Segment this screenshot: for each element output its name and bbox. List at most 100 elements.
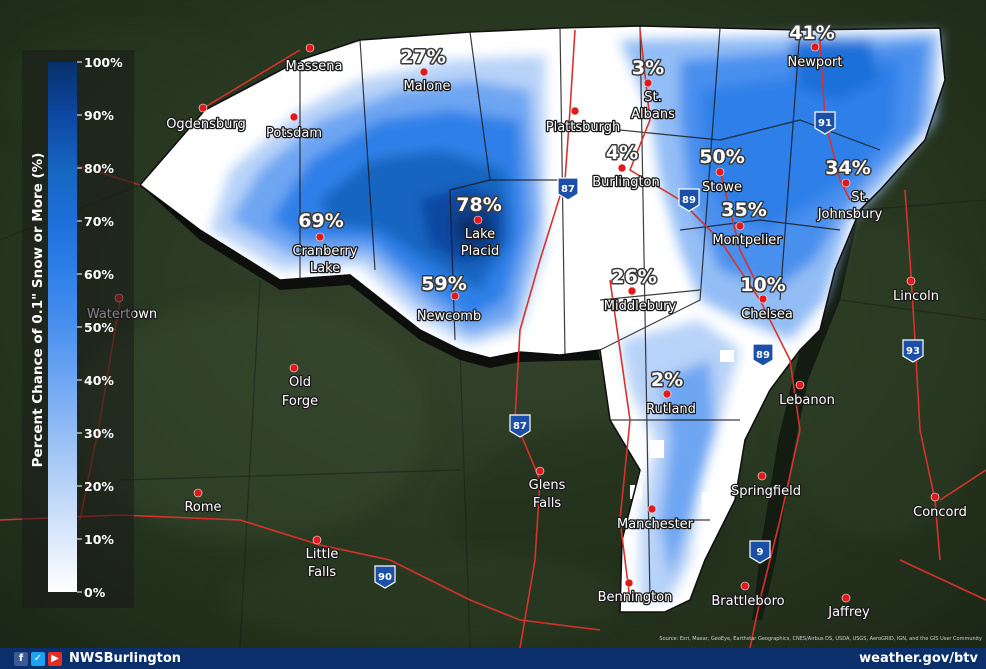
city-dot-ogdensburg — [198, 103, 208, 113]
svg-text:90: 90 — [378, 572, 392, 583]
city-dot-bennington — [624, 578, 634, 588]
city-dot-cranberry-lake — [315, 232, 325, 242]
city-dot-burlington — [617, 163, 627, 173]
map-credit: Source: Esri, Maxar, GeoEye, Earthstar G… — [659, 636, 982, 642]
svg-text:91: 91 — [818, 118, 832, 129]
facebook-icon[interactable]: f — [14, 651, 28, 666]
city-dot-little-falls — [312, 535, 322, 545]
city-label-little-falls-line1: Little — [306, 547, 339, 562]
svg-text:93: 93 — [906, 346, 920, 357]
pct-st-johnsbury: 34% — [825, 157, 870, 179]
city-label-chelsea: Chelsea — [741, 307, 793, 322]
pct-cranberry-lake: 69% — [298, 210, 343, 232]
city-dot-springfield — [757, 471, 767, 481]
pct-newcomb: 59% — [421, 273, 466, 295]
city-label-glens-falls-line1: Glens — [529, 478, 566, 493]
city-label-manchester: Manchester — [617, 517, 694, 532]
city-label-malone: Malone — [404, 79, 451, 94]
city-label-middlebury: Middlebury — [604, 299, 677, 314]
svg-text:87: 87 — [513, 421, 527, 432]
city-label-cranberry-lake-line2: Lake — [310, 261, 340, 276]
city-dot-glens-falls — [535, 466, 545, 476]
city-label-stowe: Stowe — [702, 180, 742, 195]
city-label-massena: Massena — [286, 59, 343, 74]
city-dot-concord — [930, 492, 940, 502]
website-url[interactable]: weather.gov/btv — [859, 651, 978, 666]
city-label-concord: Concord — [913, 505, 967, 520]
pct-chelsea: 10% — [740, 274, 785, 296]
city-label-lincoln: Lincoln — [893, 289, 939, 304]
city-dot-plattsburgh — [570, 106, 580, 116]
city-dot-newport — [810, 42, 820, 52]
svg-text:87: 87 — [561, 184, 575, 195]
svg-text:0%: 0% — [84, 585, 106, 600]
city-dots — [114, 42, 940, 603]
svg-text:30%: 30% — [84, 426, 114, 441]
city-dot-lake-placid — [473, 215, 483, 225]
svg-text:10%: 10% — [84, 532, 114, 547]
legend-tick-marks — [77, 61, 82, 593]
pct-lake-placid: 78% — [456, 194, 501, 216]
city-label-rome: Rome — [184, 500, 221, 515]
svg-text:70%: 70% — [84, 214, 114, 229]
i89-shield-north: 89 — [678, 188, 700, 212]
pct-malone: 27% — [400, 46, 445, 68]
highway-shields: 87 89 91 93 90 9 87 89 — [374, 111, 924, 589]
city-dot-rutland — [662, 389, 672, 399]
city-label-old-forge-line1: Old — [289, 375, 311, 390]
city-label-burlington: Burlington — [592, 175, 660, 190]
city-dot-old-forge — [289, 363, 299, 373]
social-links: f ✓ ▶ NWSBurlington — [14, 651, 181, 666]
city-label-plattsburgh: Plattsburgh — [546, 120, 620, 135]
pct-middlebury: 26% — [611, 266, 656, 288]
city-label-newcomb: Newcomb — [417, 309, 481, 324]
svg-text:20%: 20% — [84, 479, 114, 494]
city-label-potsdam: Potsdam — [266, 126, 322, 141]
city-dot-lebanon — [795, 380, 805, 390]
city-label-cranberry-lake-line1: Cranberry — [292, 244, 357, 259]
pct-newport: 41% — [789, 22, 834, 44]
i90-shield: 90 — [374, 565, 396, 589]
city-label-springfield: Springfield — [731, 484, 801, 499]
social-handle: NWSBurlington — [69, 651, 182, 666]
legend-title: Percent Chance of 0.1" Snow or More (%) — [30, 153, 46, 468]
city-labels: Massena Ogdensburg Potsdam Malone Platts… — [86, 54, 969, 622]
youtube-icon[interactable]: ▶ — [48, 651, 62, 666]
city-dot-stowe — [715, 167, 725, 177]
pct-st-albans: 3% — [632, 57, 664, 79]
probability-labels: 27% 3% 41% 4% 50% 34% 69% 78% 35% 59% 26… — [297, 21, 872, 393]
legend-background — [22, 50, 134, 608]
city-dot-brattleboro — [740, 581, 750, 591]
svg-text:90%: 90% — [84, 108, 114, 123]
pct-stowe: 50% — [699, 146, 744, 168]
city-label-old-forge-line2: Forge — [282, 394, 318, 409]
city-label-st-albans-line2: Albans — [631, 107, 675, 122]
city-dot-st-johnsbury — [841, 178, 851, 188]
twitter-icon[interactable]: ✓ — [31, 651, 45, 666]
city-label-jaffrey: Jaffrey — [827, 605, 870, 620]
city-dot-montpelier — [735, 221, 745, 231]
city-label-st-albans-line1: St. — [644, 90, 661, 105]
legend-tick-labels: 100% 90% 80% 70% 60% 50% 40% 30% 20% 10%… — [84, 55, 123, 600]
svg-text:40%: 40% — [84, 373, 114, 388]
i87-shield-north: 87 — [557, 177, 579, 201]
i93-shield: 93 — [902, 339, 924, 363]
city-label-lake-placid-line2: Placid — [461, 244, 499, 259]
svg-text:50%: 50% — [84, 320, 114, 335]
city-label-lake-placid-line1: Lake — [465, 227, 495, 242]
i91-shield: 91 — [814, 111, 836, 135]
city-dot-newcomb — [450, 291, 460, 301]
pct-rutland: 2% — [651, 369, 683, 391]
city-label-little-falls-line2: Falls — [308, 565, 336, 580]
city-dot-jaffrey — [841, 593, 851, 603]
white-holes — [630, 350, 734, 512]
city-label-lebanon: Lebanon — [779, 393, 835, 408]
svg-text:60%: 60% — [84, 267, 114, 282]
city-dot-rome — [193, 488, 203, 498]
footer-bar: f ✓ ▶ NWSBurlington weather.gov/btv — [0, 648, 986, 669]
city-dot-chelsea — [758, 294, 768, 304]
pct-montpelier: 35% — [721, 199, 766, 221]
i91-shield-south: 9 — [749, 540, 771, 564]
svg-text:9: 9 — [757, 547, 764, 558]
city-dot-middlebury — [627, 286, 637, 296]
